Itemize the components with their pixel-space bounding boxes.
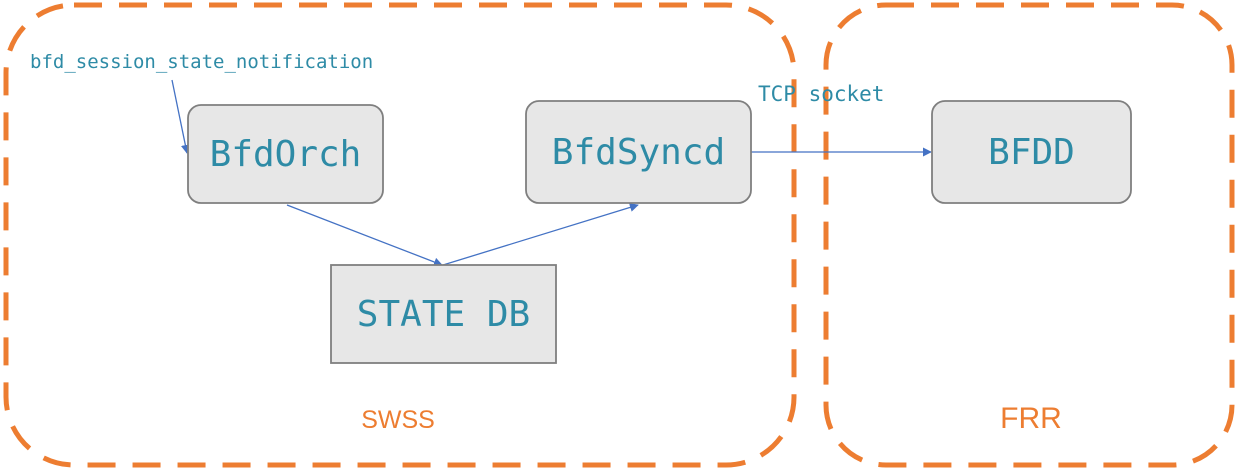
bfdorch-label: BfdOrch — [210, 134, 362, 175]
swss-container: SWSS — [3, 2, 797, 468]
state-db-node: STATE DB — [330, 264, 557, 364]
bfdorch-box — [187, 104, 384, 204]
swss-container-border — [3, 2, 797, 468]
frr-container-border — [823, 2, 1235, 468]
state-db-box — [330, 264, 557, 364]
state-db-label: STATE DB — [357, 294, 530, 335]
bfdsyncd-box — [525, 100, 752, 204]
bfdsyncd-node: BfdSyncd — [525, 100, 752, 204]
swss-container-label: SWSS — [361, 406, 435, 434]
bfdd-label: BFDD — [988, 132, 1075, 173]
notification-arrow — [171, 79, 190, 154]
frr-container: FRR — [823, 2, 1235, 468]
bfdorch-node: BfdOrch — [187, 104, 384, 204]
bfdsyncd-label: BfdSyncd — [552, 132, 725, 173]
notification-label: bfd_session_state_notification — [30, 51, 373, 73]
statedb-to-bfdsyncd-arrow — [442, 203, 639, 266]
bfdd-box — [931, 100, 1132, 204]
bfdd-node: BFDD — [931, 100, 1132, 204]
frr-container-label: FRR — [1000, 402, 1062, 435]
tcp-socket-label: TCP socket — [758, 82, 884, 106]
bfdorch-to-statedb-arrow — [286, 204, 443, 267]
